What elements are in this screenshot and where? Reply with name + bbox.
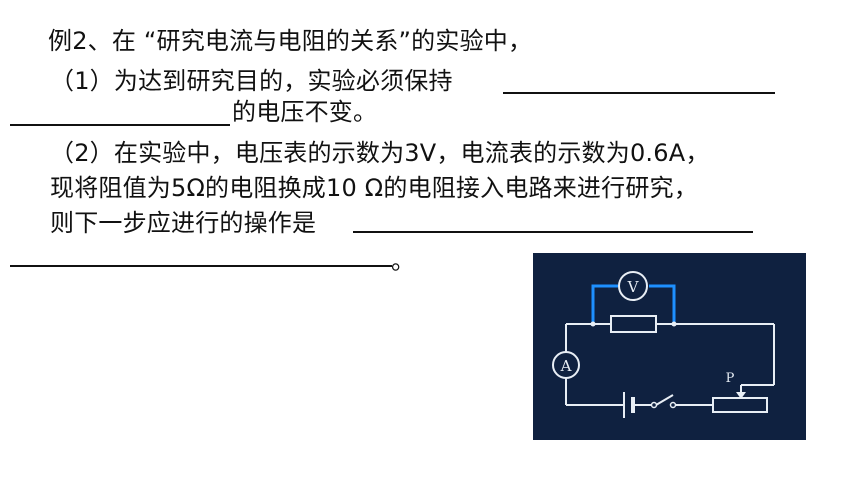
part2-line2: 现将阻值为5Ω的电阻换成10 Ω的电阻接入电路来进行研究， xyxy=(50,174,698,202)
switch-contact-left xyxy=(650,401,658,409)
answer-blank-2b[interactable] xyxy=(10,265,392,267)
part2-line1: （2）在实验中，电压表的示数为3V，电流表的示数为0.6A， xyxy=(50,139,710,167)
part1-prefix: （1）为达到研究目的，实验必须保持 xyxy=(50,67,453,95)
switch-contact-right xyxy=(669,401,677,409)
answer-blank-1b[interactable] xyxy=(10,124,230,126)
rheostat xyxy=(712,397,768,413)
resistor xyxy=(610,315,657,333)
voltmeter-branch-right xyxy=(649,284,676,324)
circuit-diagram: V A P xyxy=(533,253,806,440)
slider-label: P xyxy=(726,371,735,386)
voltmeter-branch-left xyxy=(591,284,618,324)
part1-suffix: 的电压不变。 xyxy=(232,98,378,126)
answer-blank-1a[interactable] xyxy=(503,92,775,94)
question-title: 例2、在 “研究电流与电阻的关系”的实验中， xyxy=(48,27,533,55)
voltmeter-label: V xyxy=(627,278,640,296)
junction-right xyxy=(671,321,677,327)
junction-left xyxy=(590,321,596,327)
ammeter-label: A xyxy=(560,357,572,375)
ammeter-icon xyxy=(552,351,580,379)
end-mark: 。 xyxy=(391,247,415,275)
part2-line3: 则下一步应进行的操作是 xyxy=(50,209,317,237)
answer-blank-2a[interactable] xyxy=(353,231,753,233)
circuit-background xyxy=(533,253,806,440)
switch-blade xyxy=(655,394,674,406)
slider-arrow xyxy=(736,392,746,399)
voltmeter-icon xyxy=(618,271,648,301)
